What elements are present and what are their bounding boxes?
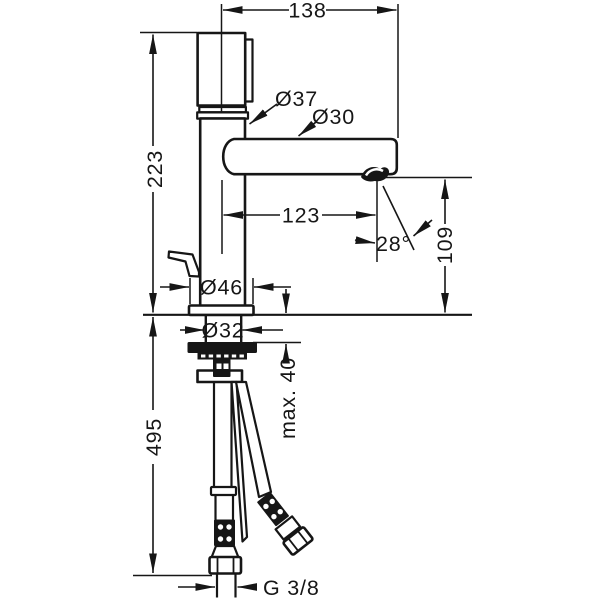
base-flange <box>187 304 255 317</box>
dim-stream-angle-label: 28° <box>376 232 411 256</box>
dim-base-diameter-label: Ø46 <box>200 276 243 300</box>
dim-shank-diameter-label: Ø32 <box>201 319 244 343</box>
hose-joint-band <box>209 485 238 497</box>
stream-angle-line <box>382 185 415 251</box>
dim-max-deck-thickness-label: max. 40 <box>276 357 300 439</box>
clamping-nut <box>187 342 257 353</box>
hose-crimp-straight <box>214 519 235 546</box>
dim-spout-diameter-label: Ø30 <box>312 105 355 129</box>
pull-rod <box>230 380 249 543</box>
fitting-slot-left <box>216 363 222 369</box>
dim-spout-reach-label: 123 <box>282 204 320 228</box>
extension-lines <box>133 4 472 577</box>
dim-overall-width-label: 138 <box>288 0 326 23</box>
shank <box>204 315 243 342</box>
fitting-slot-right <box>223 363 229 369</box>
hose-crimp-angled <box>257 492 289 527</box>
dim-spout-height-label: 109 <box>433 226 457 264</box>
dimension-lines <box>149 6 449 591</box>
aerator-highlight <box>364 168 384 177</box>
center-fitting <box>213 357 231 377</box>
dim-connection-thread-label: G 3/8 <box>263 576 320 600</box>
dim-hose-length-label: 495 <box>142 418 166 456</box>
dim-height-label: 223 <box>143 150 167 188</box>
spout <box>221 137 399 176</box>
under-counter-assembly <box>187 315 314 598</box>
supply-hose-straight <box>208 382 243 598</box>
pop-up-lever <box>167 250 201 278</box>
faucet-outline <box>167 31 399 317</box>
hose-nut-straight <box>208 555 243 575</box>
hose-collar-angled <box>274 515 302 541</box>
dimension-labels: 138 223 495 109 123 28° Ø37 Ø30 Ø46 Ø32 … <box>142 0 457 600</box>
dim-body-diameter-label: Ø37 <box>275 87 318 111</box>
supply-hose-angled <box>234 380 314 556</box>
thread-band <box>197 352 247 360</box>
hose-nut-angled <box>282 526 314 556</box>
thread-hatch <box>201 354 244 358</box>
